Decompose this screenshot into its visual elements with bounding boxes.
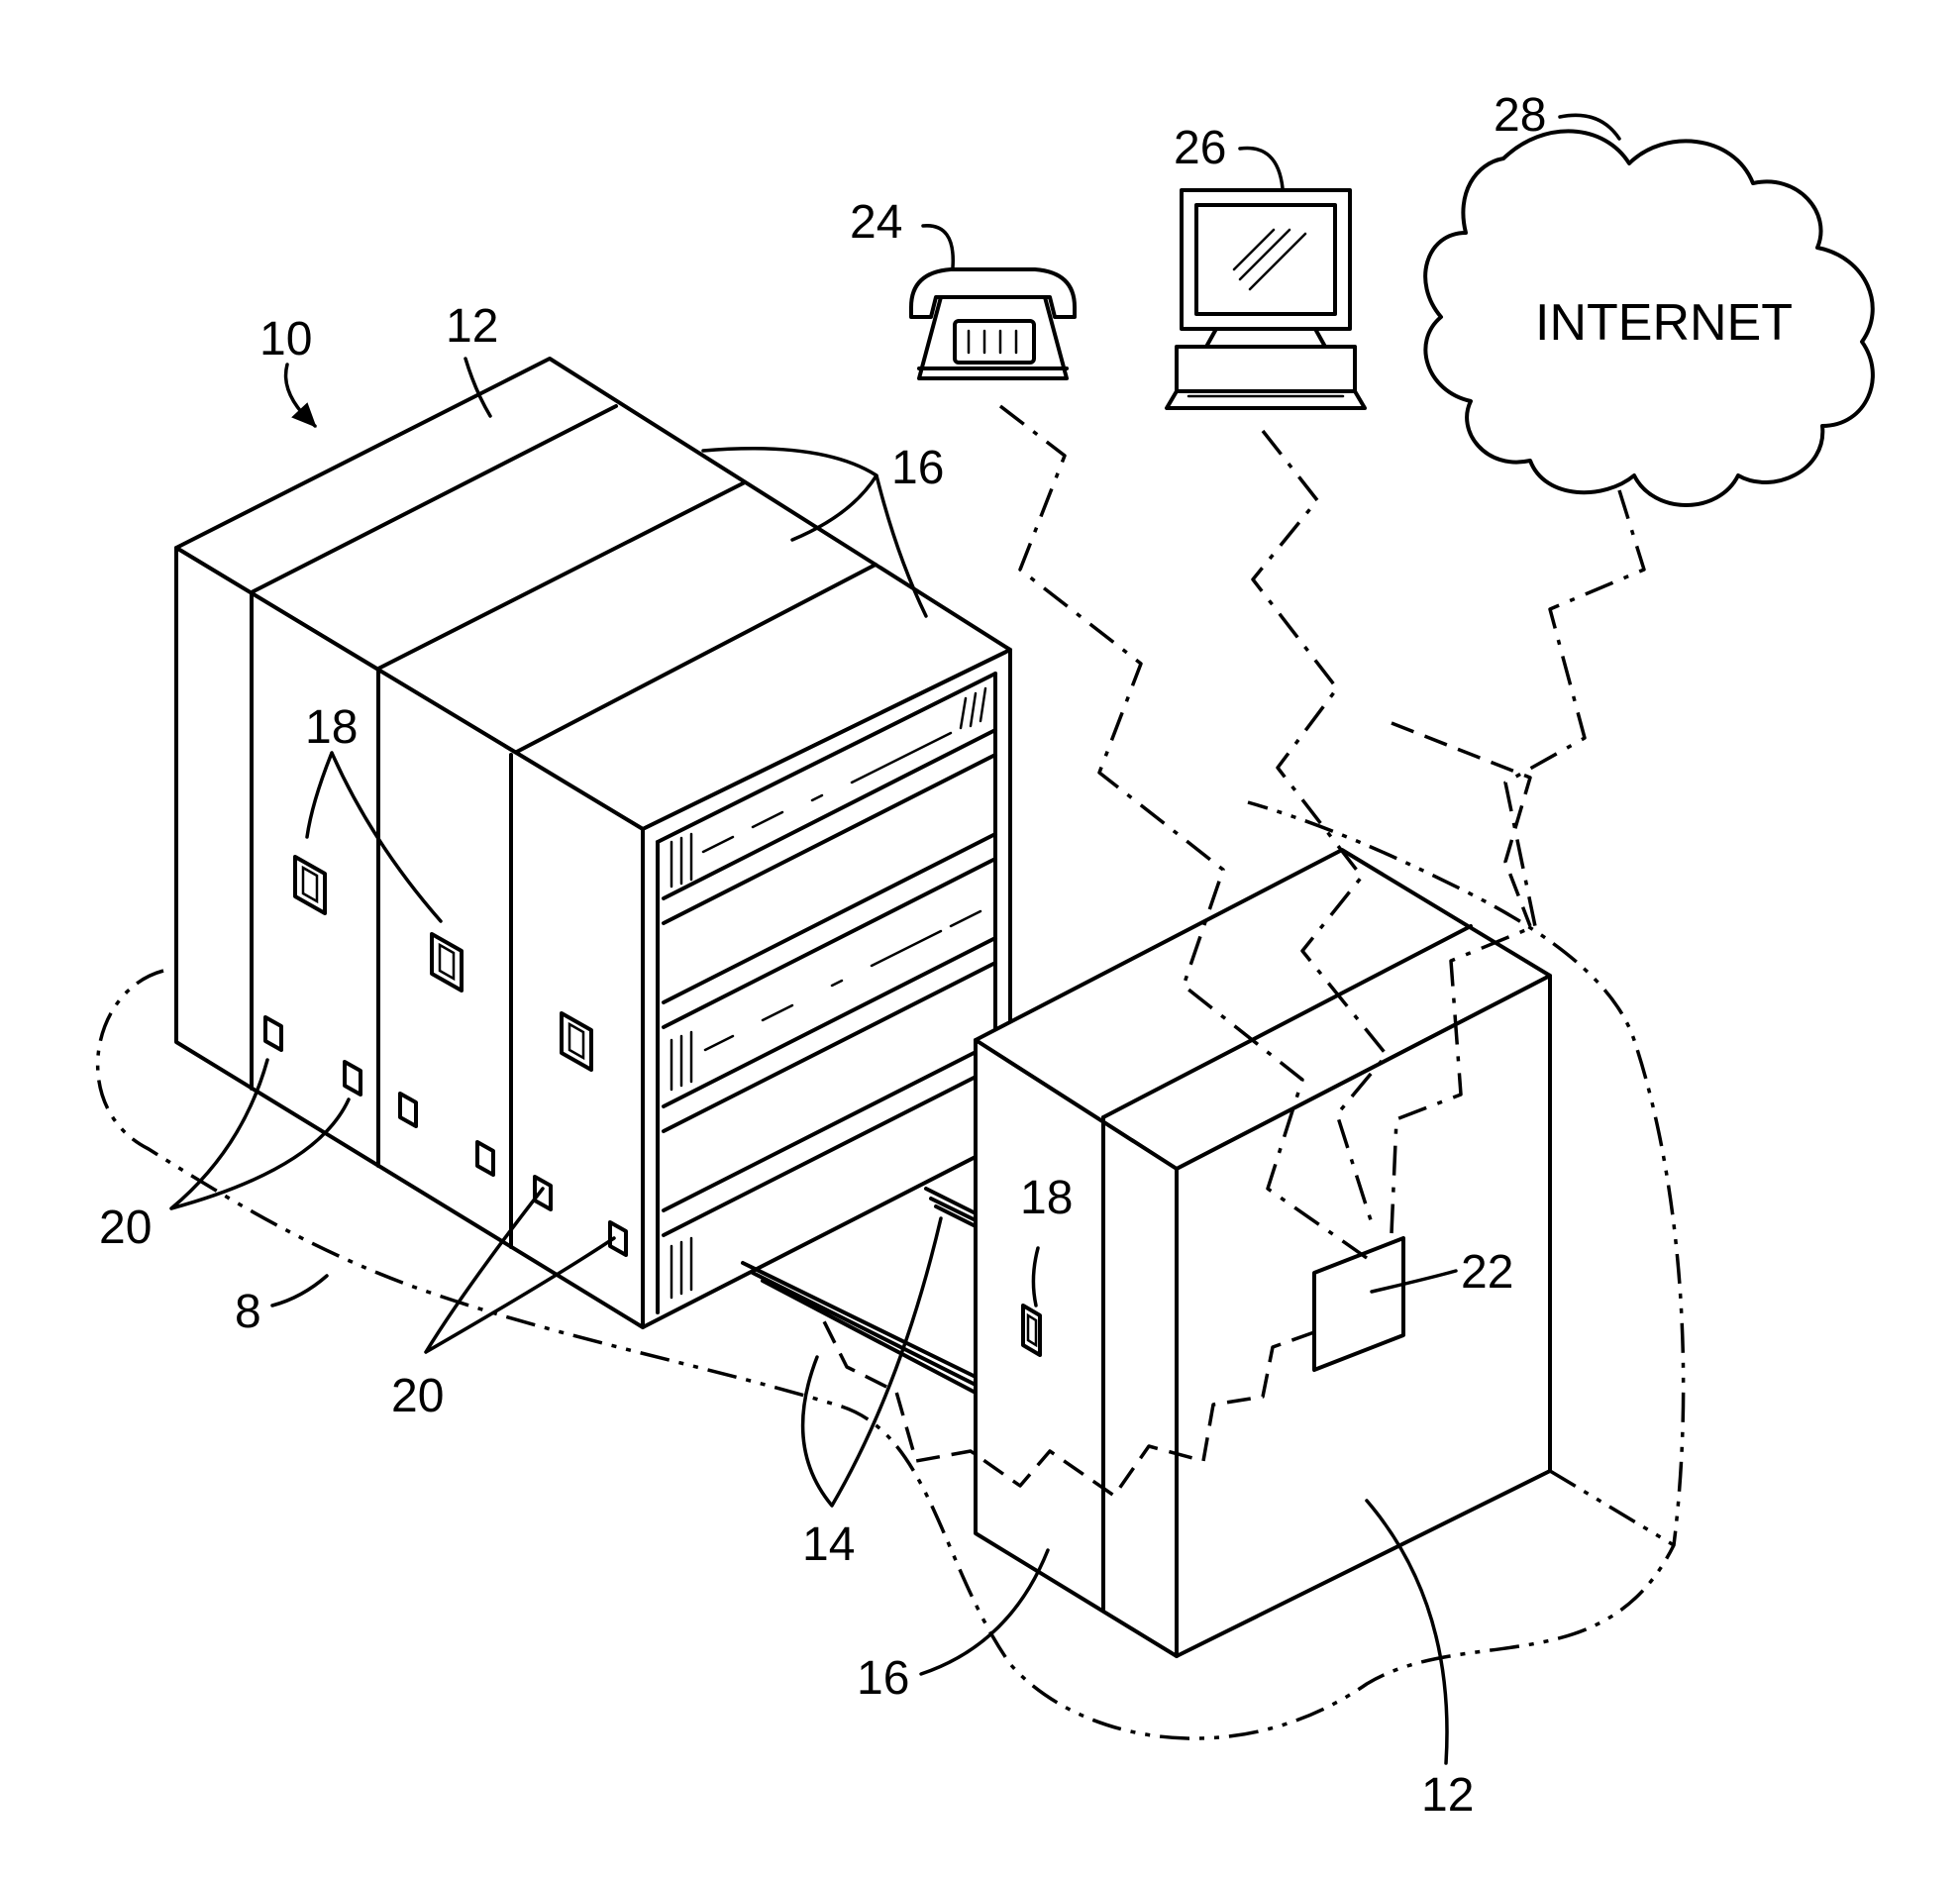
- label-20-left: 20: [99, 1202, 152, 1254]
- label-22: 22: [1461, 1246, 1513, 1299]
- internet-cloud-text: INTERNET: [1535, 294, 1793, 352]
- label-12-bottom: 12: [1421, 1769, 1474, 1822]
- label-18-cluster: 18: [305, 701, 358, 754]
- internet-cloud: INTERNET: [1425, 131, 1873, 505]
- label-12-top: 12: [446, 300, 498, 353]
- label-16-top: 16: [891, 442, 944, 494]
- label-20-mid: 20: [391, 1370, 444, 1422]
- floor-zone-inner-edge: [1550, 1471, 1674, 1545]
- keypad: [955, 321, 1034, 363]
- label-14: 14: [802, 1518, 855, 1571]
- label-8: 8: [235, 1286, 261, 1338]
- label-28: 28: [1494, 89, 1546, 142]
- label-10: 10: [259, 313, 312, 366]
- label-24: 24: [850, 196, 902, 249]
- label-18-right: 18: [1020, 1172, 1073, 1224]
- telephone-icon: [911, 269, 1075, 378]
- leader-8: [272, 1276, 327, 1306]
- leader-16-bottom: [921, 1550, 1048, 1674]
- computer-icon: [1167, 190, 1365, 408]
- leader-24: [923, 226, 953, 267]
- label-26: 26: [1174, 122, 1226, 174]
- label-16-bottom: 16: [857, 1652, 909, 1705]
- leader-26: [1240, 149, 1283, 189]
